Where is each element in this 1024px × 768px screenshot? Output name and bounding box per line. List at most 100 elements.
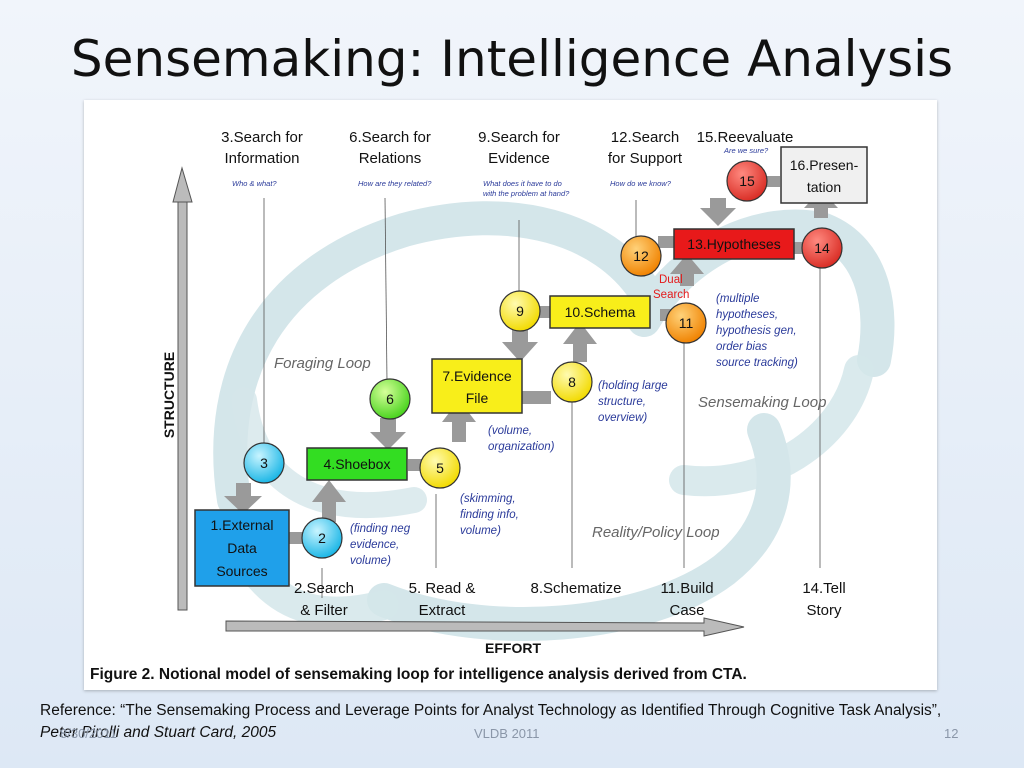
svg-text:How are they related?: How are they related? bbox=[358, 179, 432, 188]
svg-text:3: 3 bbox=[260, 455, 268, 471]
label-search-information-2: Information bbox=[224, 150, 299, 167]
label-reevaluate: 15.Reevaluate bbox=[697, 129, 794, 146]
figure-caption: Figure 2. Notional model of sensemaking … bbox=[90, 666, 747, 683]
circle-14: 14 bbox=[801, 227, 843, 269]
sensemaking-loop-band-lower bbox=[669, 355, 874, 497]
svg-text:volume): volume) bbox=[350, 555, 391, 567]
svg-text:Who & what?: Who & what? bbox=[232, 179, 277, 188]
svg-text:8.Schematize: 8.Schematize bbox=[531, 580, 622, 597]
svg-text:(multiple: (multiple bbox=[716, 293, 759, 305]
svg-text:source tracking): source tracking) bbox=[716, 357, 798, 369]
svg-text:12: 12 bbox=[633, 248, 649, 264]
svg-text:13.Hypotheses: 13.Hypotheses bbox=[687, 236, 780, 252]
svg-text:7.Evidence: 7.Evidence bbox=[442, 368, 511, 384]
svg-text:5. Read &: 5. Read & bbox=[409, 580, 476, 597]
svg-text:8: 8 bbox=[568, 374, 576, 390]
svg-text:volume): volume) bbox=[460, 525, 501, 537]
svg-text:(skimming,: (skimming, bbox=[460, 493, 516, 505]
svg-text:organization): organization) bbox=[488, 441, 555, 453]
circle-2: 2 bbox=[301, 517, 343, 559]
reference-authors: Peter Pirolli and Stuart Card, 2005 bbox=[40, 724, 277, 741]
label-search-relations-2: Relations bbox=[359, 150, 422, 167]
svg-text:Story: Story bbox=[806, 602, 842, 619]
label-search-information-1: 3.Search for bbox=[221, 129, 303, 146]
svg-text:Are we sure?: Are we sure? bbox=[723, 146, 769, 155]
effort-axis-label: EFFORT bbox=[485, 640, 541, 656]
box-evidence-file: 7.Evidence File bbox=[431, 358, 523, 414]
svg-text:finding info,: finding info, bbox=[460, 509, 519, 521]
svg-text:File: File bbox=[466, 390, 489, 406]
svg-text:6: 6 bbox=[386, 391, 394, 407]
svg-text:9: 9 bbox=[516, 303, 524, 319]
box-external-data-sources: 1.External Data Sources bbox=[194, 509, 290, 587]
box-shoebox: 4.Shoebox bbox=[306, 447, 408, 481]
svg-text:Dual: Dual bbox=[659, 274, 683, 286]
svg-text:with the problem at hand?: with the problem at hand? bbox=[483, 189, 570, 198]
svg-text:5: 5 bbox=[436, 460, 444, 476]
foraging-loop-band-lower bbox=[231, 387, 427, 519]
svg-text:hypothesis gen,: hypothesis gen, bbox=[716, 325, 797, 337]
svg-text:(holding large: (holding large bbox=[598, 380, 668, 392]
svg-text:15: 15 bbox=[739, 173, 755, 189]
slide-title: Sensemaking: Intelligence Analysis bbox=[70, 30, 954, 88]
dual-search-label: Dual Search bbox=[653, 274, 689, 301]
svg-text:Case: Case bbox=[669, 602, 704, 619]
svg-text:4.Shoebox: 4.Shoebox bbox=[324, 456, 391, 472]
label-search-evidence-1: 9.Search for bbox=[478, 129, 560, 146]
notes: (finding neg evidence, volume) (skimming… bbox=[350, 293, 798, 567]
svg-text:tation: tation bbox=[807, 179, 841, 195]
svg-text:2.Search: 2.Search bbox=[294, 580, 354, 597]
svg-text:Extract: Extract bbox=[419, 602, 467, 619]
leader-lines bbox=[263, 160, 821, 598]
circle-8: 8 bbox=[551, 361, 593, 403]
svg-text:11.Build: 11.Build bbox=[660, 580, 713, 597]
svg-text:How do we know?: How do we know? bbox=[610, 179, 672, 188]
svg-text:14: 14 bbox=[814, 240, 830, 256]
reference-prefix: Reference: “The Sensemaking Process and … bbox=[40, 702, 942, 719]
svg-text:structure,: structure, bbox=[598, 396, 646, 408]
sensemaking-loop-diagram: STRUCTURE EFFORT bbox=[90, 129, 895, 683]
svg-text:2: 2 bbox=[318, 530, 326, 546]
label-search-relations-1: 6.Search for bbox=[349, 129, 431, 146]
svg-text:14.Tell: 14.Tell bbox=[802, 580, 845, 597]
top-labels: 3.Search for Information 6.Search for Re… bbox=[221, 129, 793, 167]
svg-text:Search: Search bbox=[653, 289, 689, 301]
svg-text:11: 11 bbox=[679, 315, 694, 331]
svg-text:(volume,: (volume, bbox=[488, 425, 532, 437]
svg-text:Data: Data bbox=[227, 540, 257, 556]
footer-text: VLDB 2011 bbox=[474, 726, 540, 741]
svg-text:Sources: Sources bbox=[216, 563, 267, 579]
circle-6: 6 bbox=[369, 378, 411, 420]
question-labels: Who & what? How are they related? What d… bbox=[232, 146, 769, 198]
circle-11: 11 bbox=[665, 302, 707, 344]
svg-text:evidence,: evidence, bbox=[350, 539, 399, 551]
svg-text:& Filter: & Filter bbox=[300, 602, 348, 619]
foraging-loop-label: Foraging Loop bbox=[274, 355, 371, 372]
box-hypotheses: 13.Hypotheses bbox=[673, 228, 795, 260]
circle-3: 3 bbox=[243, 442, 285, 484]
sensemaking-figure: STRUCTURE EFFORT bbox=[84, 100, 937, 690]
label-search-support-2: for Support bbox=[608, 150, 683, 167]
svg-text:hypotheses,: hypotheses, bbox=[716, 309, 778, 321]
svg-text:16.Presen-: 16.Presen- bbox=[790, 157, 859, 173]
footer-date: 8/30/2011 bbox=[60, 726, 117, 741]
circle-5: 5 bbox=[419, 447, 461, 489]
svg-text:What does it have to do: What does it have to do bbox=[483, 179, 562, 188]
circle-15: 15 bbox=[726, 160, 768, 202]
svg-text:1.External: 1.External bbox=[210, 517, 273, 533]
sensemaking-loop-label: Sensemaking Loop bbox=[698, 394, 826, 411]
loop-bands bbox=[213, 201, 895, 641]
svg-text:(finding neg: (finding neg bbox=[350, 523, 411, 535]
reference-text: Reference: “The Sensemaking Process and … bbox=[40, 700, 980, 744]
svg-text:overview): overview) bbox=[598, 412, 647, 424]
circle-12: 12 bbox=[620, 235, 662, 277]
structure-axis-label: STRUCTURE bbox=[161, 352, 177, 438]
reality-loop-label: Reality/Policy Loop bbox=[592, 524, 720, 541]
structure-axis bbox=[172, 166, 193, 611]
circle-9: 9 bbox=[499, 290, 541, 332]
box-schema: 10.Schema bbox=[549, 295, 651, 329]
page-number: 12 bbox=[944, 726, 959, 741]
box-presentation: 16.Presen- tation bbox=[780, 146, 868, 204]
bottom-labels: 2.Search & Filter 5. Read & Extract 8.Sc… bbox=[294, 580, 846, 619]
reality-loop-band bbox=[367, 413, 791, 641]
